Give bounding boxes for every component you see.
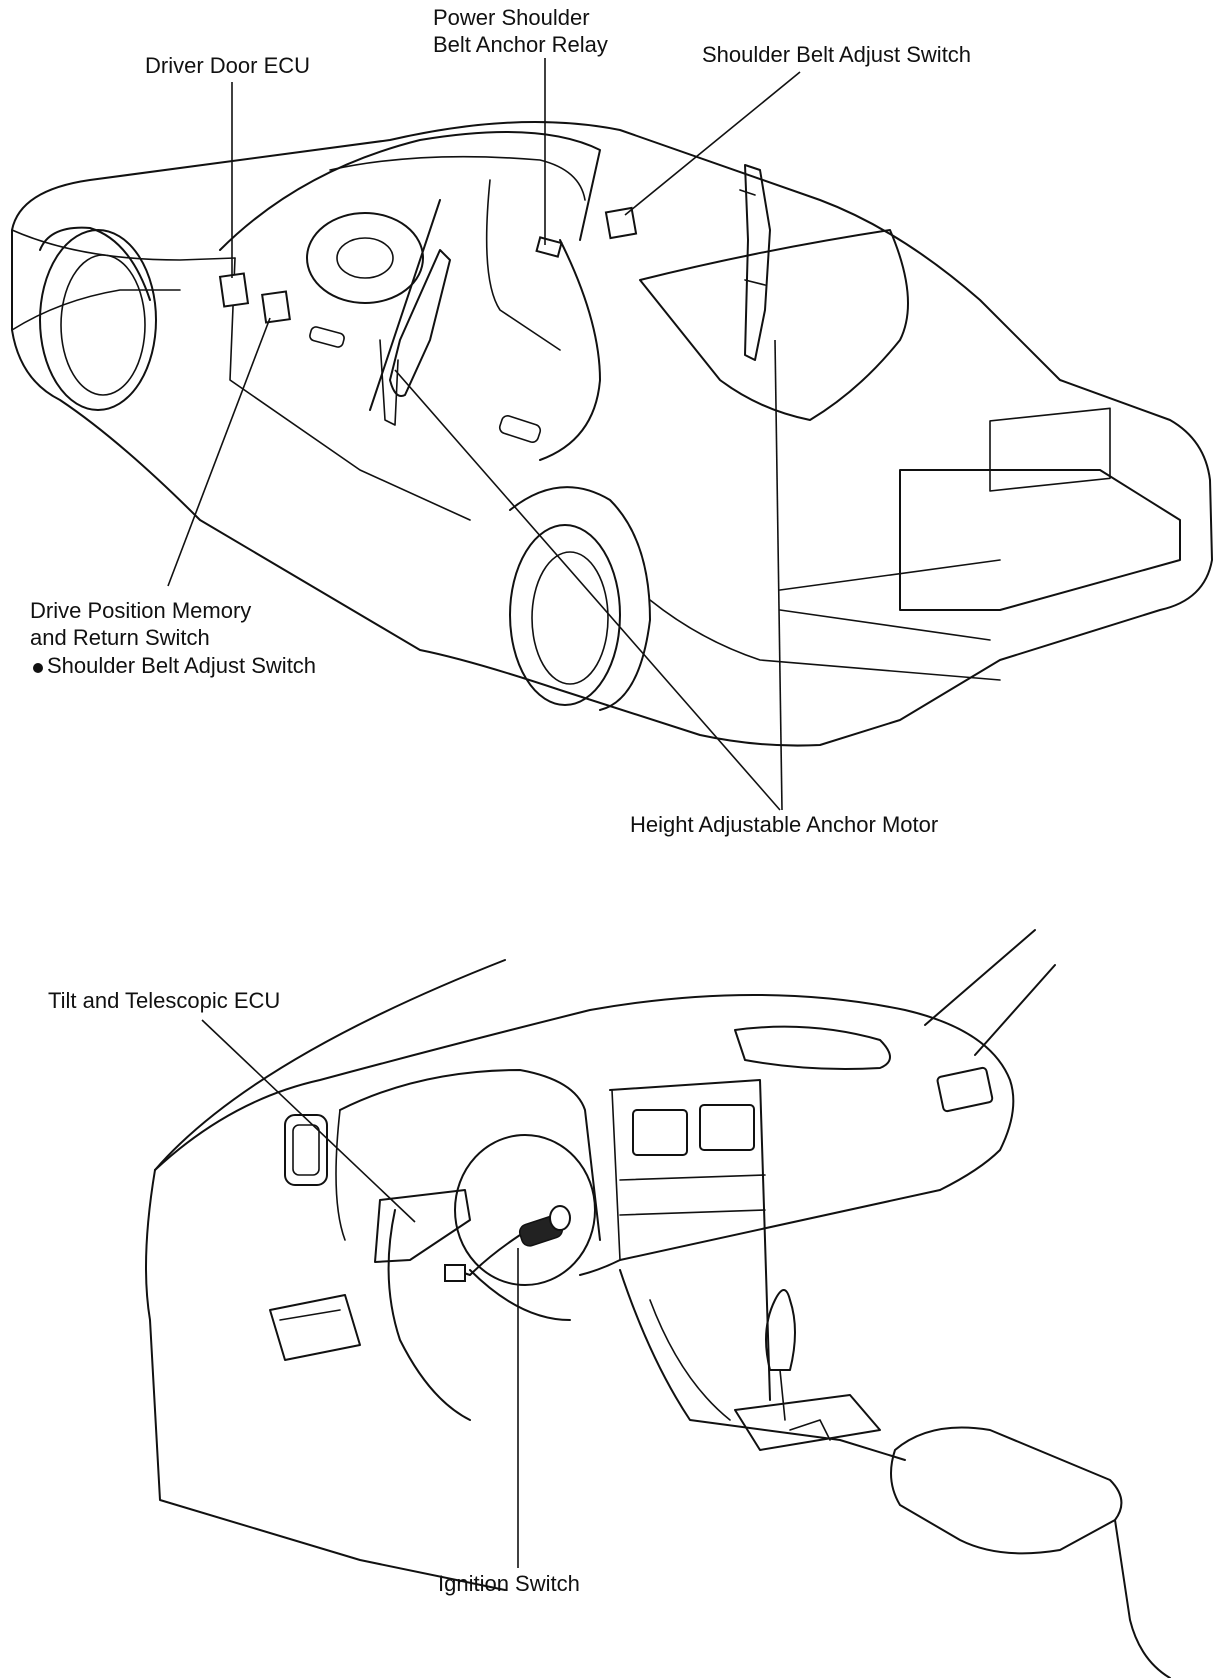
bullet-icon: [33, 663, 43, 673]
shoulder-belt-switch-box: [604, 206, 638, 240]
label-power-shoulder-relay-line2: Belt Anchor Relay: [433, 32, 608, 57]
label-tilt-telescopic-ecu: Tilt and Telescopic ECU: [48, 988, 281, 1013]
label-height-adjustable-anchor-motor: Height Adjustable Anchor Motor: [630, 812, 939, 837]
car-illustration: [11, 121, 1213, 747]
label-power-shoulder-relay-line1: Power Shoulder: [433, 5, 590, 30]
label-drive-position-line3: Shoulder Belt Adjust Switch: [47, 653, 317, 678]
top-leader-lines: [167, 58, 801, 811]
drive-position-switch-box: [261, 290, 291, 324]
driver-door-ecu-box: [218, 272, 250, 308]
label-shoulder-belt-adjust-switch: Shoulder Belt Adjust Switch: [702, 42, 972, 67]
label-ignition-switch: Ignition Switch: [438, 1571, 580, 1596]
label-drive-position-line1: Drive Position Memory: [30, 598, 252, 623]
dashboard-illustration: [145, 929, 1171, 1678]
label-driver-door-ecu: Driver Door ECU: [145, 53, 311, 78]
label-drive-position-line2: and Return Switch: [30, 625, 210, 650]
power-shoulder-relay-box: [535, 236, 563, 258]
car-components: [218, 206, 638, 324]
bottom-leader-lines: [201, 1019, 519, 1568]
